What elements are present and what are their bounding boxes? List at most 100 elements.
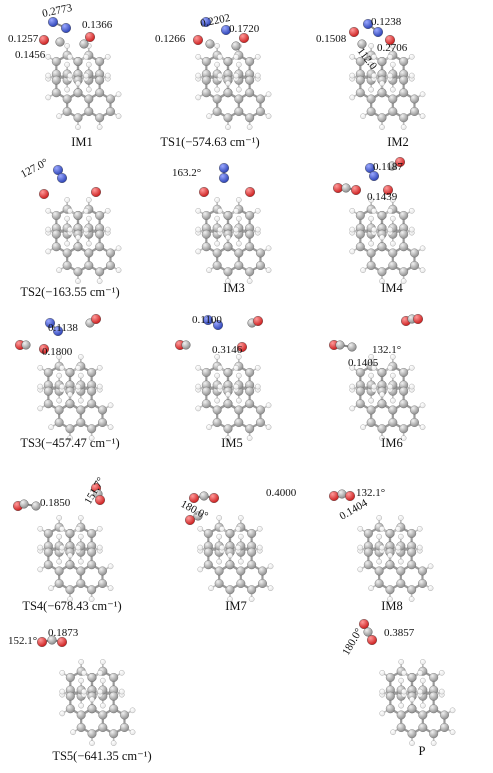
carbon-atom xyxy=(385,704,395,714)
panel-caption: IM7 xyxy=(225,599,247,613)
carbon-atom xyxy=(76,710,86,720)
carbon-atom xyxy=(396,723,406,733)
hydrogen-atom xyxy=(64,215,70,222)
carbon-atom xyxy=(399,267,409,277)
annotation-label: 163.2° xyxy=(172,167,201,179)
carbon-atom xyxy=(43,529,53,539)
carbon-atom xyxy=(245,75,255,85)
hydrogen-atom xyxy=(236,240,242,247)
hydrogen-atom xyxy=(45,208,52,214)
nitrogen-atom xyxy=(200,17,211,28)
carbon-atom xyxy=(73,88,83,98)
hydrogen-atom xyxy=(267,563,274,570)
hydrogen-atom xyxy=(64,43,70,49)
hydrogen-atom xyxy=(371,54,377,60)
carbon-atom xyxy=(109,729,119,739)
oxygen-atom xyxy=(345,491,356,502)
carbon-atom xyxy=(212,94,222,104)
carbon-atom xyxy=(119,710,129,720)
structure-panel: 127.0°TS2(−163.55 cm⁻¹) xyxy=(19,156,122,299)
carbon-atom xyxy=(245,210,255,220)
nitrogen-atom xyxy=(53,164,64,175)
carbon-atom xyxy=(98,710,108,720)
carbon-atom xyxy=(366,106,376,116)
carbon-atom xyxy=(51,88,61,98)
carbon-atom xyxy=(377,210,387,220)
carbon-atom xyxy=(225,529,235,539)
carbon-atom xyxy=(236,579,246,589)
hydrogen-atom xyxy=(225,278,231,284)
hydrogen-atom xyxy=(96,124,103,130)
carbon-atom xyxy=(234,106,244,116)
hydrogen-atom xyxy=(236,61,242,68)
carbon-atom xyxy=(87,424,97,434)
hydrogen-atom xyxy=(368,354,374,360)
hydrogen-atom xyxy=(78,558,84,565)
carbon-atom xyxy=(76,566,86,576)
carbon-atom xyxy=(429,704,439,714)
hydrogen-atom xyxy=(89,696,95,703)
carbon-atom xyxy=(377,88,387,98)
hydrogen-atom xyxy=(416,544,423,551)
hydrogen-atom xyxy=(236,86,242,93)
hydrogen-atom xyxy=(217,72,223,79)
nitrogen-atom xyxy=(202,315,213,326)
carbon-atom xyxy=(21,340,31,350)
annotation-label: 127.0° xyxy=(19,156,50,180)
hydrogen-atom xyxy=(56,533,62,540)
carbon-atom xyxy=(62,248,72,258)
hydrogen-atom xyxy=(107,402,114,409)
carbon-atom xyxy=(385,585,395,595)
hydrogen-atom xyxy=(59,688,66,695)
nitrogen-atom xyxy=(218,172,229,183)
nitrogen-atom xyxy=(48,17,59,28)
hydrogen-atom xyxy=(438,688,445,695)
carbon-atom xyxy=(87,673,97,683)
nitrogen-atom xyxy=(53,326,64,337)
carbon-atom xyxy=(429,673,439,683)
carbon-atom xyxy=(201,57,211,67)
hydrogen-atom xyxy=(206,267,212,273)
carbon-atom xyxy=(95,88,105,98)
hydrogen-atom xyxy=(246,124,253,130)
carbon-atom xyxy=(355,57,365,67)
hydrogen-atom xyxy=(107,563,114,570)
carbon-atom xyxy=(105,106,115,116)
carbon-atom xyxy=(377,242,387,252)
carbon-atom xyxy=(43,399,53,409)
carbon-atom xyxy=(54,405,64,415)
hydrogen-atom xyxy=(78,515,84,521)
carbon-atom xyxy=(73,210,83,220)
hydrogen-atom xyxy=(420,659,426,665)
carbon-atom xyxy=(337,489,347,499)
hydrogen-atom xyxy=(387,54,393,60)
oxygen-atom xyxy=(244,186,255,197)
hydrogen-atom xyxy=(78,372,84,379)
carbon-atom xyxy=(105,248,115,258)
nitrogen-atom xyxy=(61,23,72,34)
hydrogen-atom xyxy=(96,526,103,532)
carbon-atom xyxy=(418,710,428,720)
annotation-label: 152.1° xyxy=(8,635,37,647)
carbon-atom xyxy=(399,229,409,239)
carbon-atom xyxy=(245,399,255,409)
hydrogen-atom xyxy=(195,72,202,79)
carbon-atom xyxy=(87,386,97,396)
carbon-atom xyxy=(84,248,94,258)
carbon-atom xyxy=(43,386,53,396)
hydrogen-atom xyxy=(97,688,103,695)
carbon-atom xyxy=(341,183,351,193)
hydrogen-atom xyxy=(86,86,92,93)
hydrogen-atom xyxy=(48,585,54,591)
hydrogen-atom xyxy=(238,533,244,540)
hydrogen-atom xyxy=(129,707,136,714)
carbon-atom xyxy=(439,723,449,733)
carbon-atom xyxy=(355,386,365,396)
oxygen-atom xyxy=(359,619,370,630)
hydrogen-atom xyxy=(214,397,220,404)
nitrogen-atom xyxy=(365,162,376,173)
annotation-label: 0.2773 xyxy=(41,2,74,20)
carbon-atom xyxy=(388,405,398,415)
carbon-atom xyxy=(255,106,265,116)
